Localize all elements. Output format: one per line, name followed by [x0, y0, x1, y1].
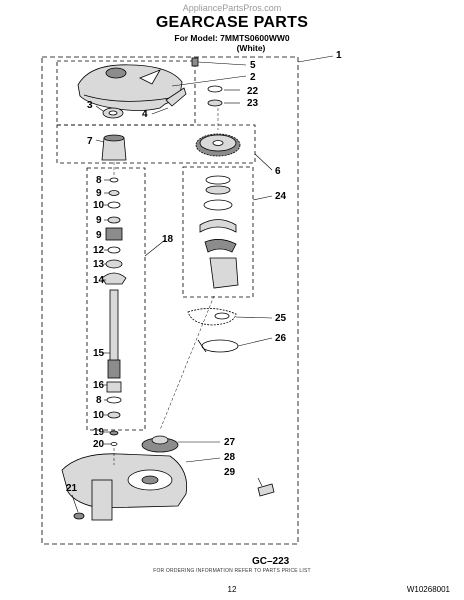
callout-4: 4 [142, 109, 148, 120]
main-gear [195, 133, 241, 157]
callout-27: 27 [224, 437, 236, 448]
model-line: For Model: 7MMTS0600WW0 [174, 33, 290, 43]
callout-9b: 9 [96, 215, 102, 226]
clutch-assembly [199, 175, 239, 289]
bearing [102, 107, 124, 119]
drive-pinion [101, 134, 127, 161]
callout-12: 12 [93, 245, 105, 256]
callout-9c: 9 [96, 230, 102, 241]
callout-28: 28 [224, 452, 236, 463]
callout-26: 26 [275, 333, 287, 344]
callout-8b: 8 [96, 395, 102, 406]
seal-25 [187, 308, 237, 326]
callout-25: 25 [275, 313, 287, 324]
washer-22 [207, 85, 223, 93]
page-title: GEARCASE PARTS [155, 14, 309, 31]
callout-18: 18 [162, 234, 174, 245]
callout-24: 24 [275, 191, 287, 202]
callout-labels: 1 5 2 22 23 3 4 7 6 24 8 9 10 9 9 12 13 … [66, 50, 342, 494]
retainer-clip [257, 483, 275, 497]
callout-29: 29 [224, 467, 236, 478]
callout-13: 13 [93, 259, 105, 270]
assembly-outline [41, 56, 299, 545]
callout-2: 2 [250, 72, 256, 83]
agitator-shaft [107, 289, 121, 379]
callout-19: 19 [93, 427, 105, 438]
callout-14: 14 [93, 275, 105, 286]
cover-bracket [165, 87, 187, 107]
cover-screw [191, 57, 199, 67]
watermark: AppliancePartsPros.com [182, 3, 282, 13]
callout-21: 21 [66, 483, 78, 494]
footer-note: FOR ORDERING INFORMATION REFER TO PARTS … [153, 568, 311, 574]
part-number: W10268001 [406, 585, 450, 594]
callout-16: 16 [93, 380, 105, 391]
callout-9a: 9 [96, 188, 102, 199]
callout-10a: 10 [93, 200, 105, 211]
drive-hub [141, 435, 179, 453]
callout-23: 23 [247, 98, 259, 109]
callout-7: 7 [87, 136, 93, 147]
callout-1: 1 [336, 50, 342, 61]
callout-22: 22 [247, 86, 259, 97]
model-variant: (White) [236, 43, 266, 53]
gearcase-cover [77, 64, 183, 111]
gasket-26 [197, 339, 239, 353]
callout-10b: 10 [93, 410, 105, 421]
leader-lines [71, 55, 334, 513]
cover-group-outline [56, 60, 196, 126]
callout-8a: 8 [96, 175, 102, 186]
mounting-foot [73, 512, 85, 520]
callout-6: 6 [275, 166, 281, 177]
callout-5: 5 [250, 60, 256, 71]
lower-shaft-parts [106, 381, 122, 446]
shaft-small-parts [101, 177, 127, 285]
shaft-group-outline [86, 167, 146, 431]
washer-23 [207, 99, 223, 107]
drawing-code: GC–223 [252, 556, 290, 567]
gearcase-housing [61, 453, 188, 521]
clutch-group-outline [182, 166, 254, 298]
alignment-lines [113, 108, 219, 465]
callout-15: 15 [93, 348, 105, 359]
page-number: 12 [227, 585, 237, 594]
callout-3: 3 [87, 100, 93, 111]
callout-20: 20 [93, 439, 105, 450]
gear-group-outline [56, 124, 256, 164]
